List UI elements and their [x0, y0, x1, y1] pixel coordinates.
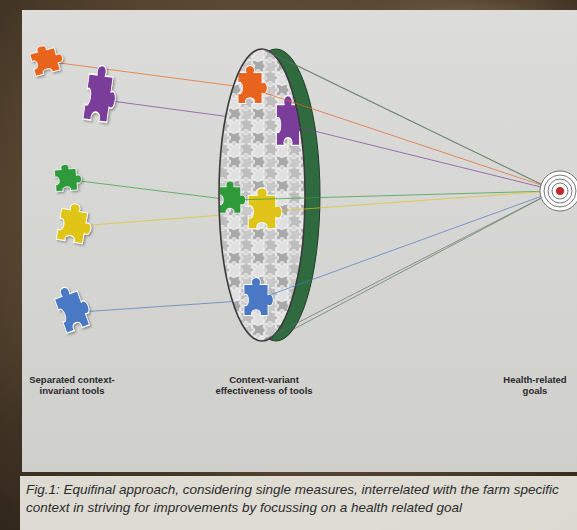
lens-label: Context-variant effectiveness of tools	[206, 374, 322, 397]
tools-label: Separated context-invariant tools	[28, 374, 116, 397]
figure-caption: Fig.1: Equifinal approach, considering s…	[26, 481, 570, 516]
goal-label: Health-related goals	[497, 374, 573, 397]
